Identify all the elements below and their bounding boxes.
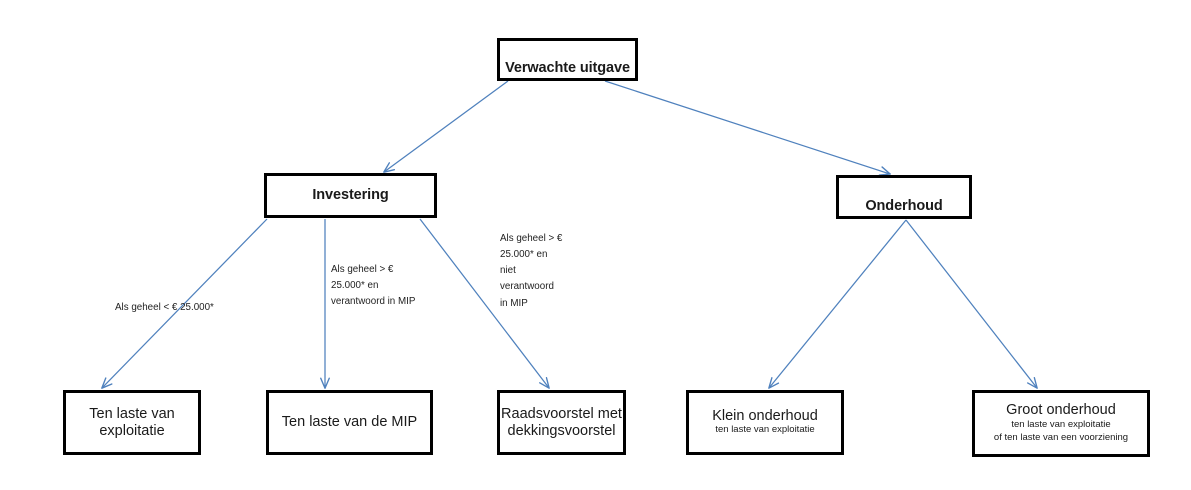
node-groot-onderhoud-sub2: of ten laste van een voorziening <box>993 431 1129 443</box>
node-klein-onderhoud-sub1: ten laste van exploitatie <box>715 424 815 436</box>
node-raadsvoorstel-line1: Raadsvoorstel met <box>501 405 622 422</box>
edge-label-klein-bedrag: Als geheel < € 25.000* <box>115 302 214 313</box>
node-investering-label: Investering <box>312 187 389 204</box>
node-groot-onderhoud-line1: Groot onderhoud <box>1006 402 1116 419</box>
connector-onderhoud-to-groot <box>905 219 1038 389</box>
node-ten-laste-van-de-mip[interactable]: Ten laste van de MIP <box>266 390 433 455</box>
node-ten-laste-van-exploitatie-line2: exploitatie <box>99 422 165 439</box>
node-raadsvoorstel-line2: dekkingsvoorstel <box>507 422 616 439</box>
node-onderhoud[interactable]: Onderhoud <box>836 175 972 219</box>
node-ten-laste-van-exploitatie-line1: Ten laste van <box>89 405 175 422</box>
node-verwachte-uitgave-label: Verwachte uitgave <box>505 60 630 77</box>
edge-label-niet-mip: Als geheel > € 25.000* en niet verantwoo… <box>500 233 563 309</box>
node-investering[interactable]: Investering <box>264 173 437 218</box>
node-raadsvoorstel-met-dekkingsvoorstel[interactable]: Raadsvoorstel met dekkingsvoorstel <box>497 390 626 455</box>
node-klein-onderhoud[interactable]: Klein onderhoud ten laste van exploitati… <box>686 390 844 455</box>
edge-label-mip: Als geheel > € 25.000* en verantwoord in… <box>331 264 416 308</box>
node-klein-onderhoud-line1: Klein onderhoud <box>712 407 818 424</box>
node-verwachte-uitgave[interactable]: Verwachte uitgave <box>497 38 638 81</box>
connector-onderhoud-to-klein <box>768 219 907 389</box>
connector-uitgave-to-onderhoud <box>604 80 891 176</box>
node-groot-onderhoud-sub1: ten laste van exploitatie <box>1011 419 1111 431</box>
node-ten-laste-van-exploitatie[interactable]: Ten laste van exploitatie <box>63 390 201 455</box>
node-groot-onderhoud[interactable]: Groot onderhoud ten laste van exploitati… <box>972 390 1150 457</box>
connector-uitgave-to-investering <box>383 80 509 173</box>
node-onderhoud-label: Onderhoud <box>865 198 943 215</box>
node-ten-laste-van-de-mip-line1: Ten laste van de MIP <box>281 414 418 431</box>
